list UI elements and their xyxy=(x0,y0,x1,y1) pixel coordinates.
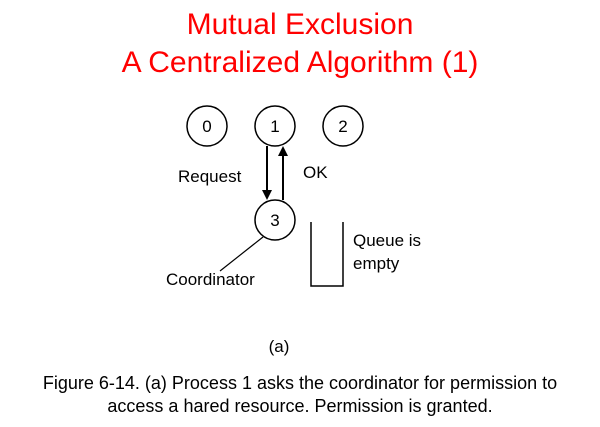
figure-caption: Figure 6-14. (a) Process 1 asks the coor… xyxy=(0,372,600,418)
caption-line-2: access a hared resource. Permission is g… xyxy=(107,396,493,416)
process-node-2: 2 xyxy=(322,105,364,147)
process-node-2-label: 2 xyxy=(338,117,347,136)
slide-title: Mutual Exclusion A Centralized Algorithm… xyxy=(0,6,600,82)
queue-label-line-2: empty xyxy=(353,254,400,273)
subfigure-label: (a) xyxy=(269,337,290,356)
coordinator-label: Coordinator xyxy=(166,270,255,289)
process-node-1: 1 xyxy=(254,105,296,147)
process-node-0-label: 0 xyxy=(202,117,211,136)
queue-label-line-1: Queue is xyxy=(353,231,421,250)
process-node-1-label: 1 xyxy=(270,117,279,136)
ok-label: OK xyxy=(303,163,328,182)
title-line-2: A Centralized Algorithm (1) xyxy=(121,46,479,79)
queue-box xyxy=(310,222,344,287)
request-label: Request xyxy=(178,167,242,186)
process-node-0: 0 xyxy=(186,105,228,147)
title-line-1: Mutual Exclusion xyxy=(186,8,414,41)
coordinator-node: 3 xyxy=(254,199,296,241)
coordinator-node-label: 3 xyxy=(270,211,279,230)
caption-line-1: Figure 6-14. (a) Process 1 asks the coor… xyxy=(42,373,558,393)
coordinator-pointer-line xyxy=(219,236,264,272)
